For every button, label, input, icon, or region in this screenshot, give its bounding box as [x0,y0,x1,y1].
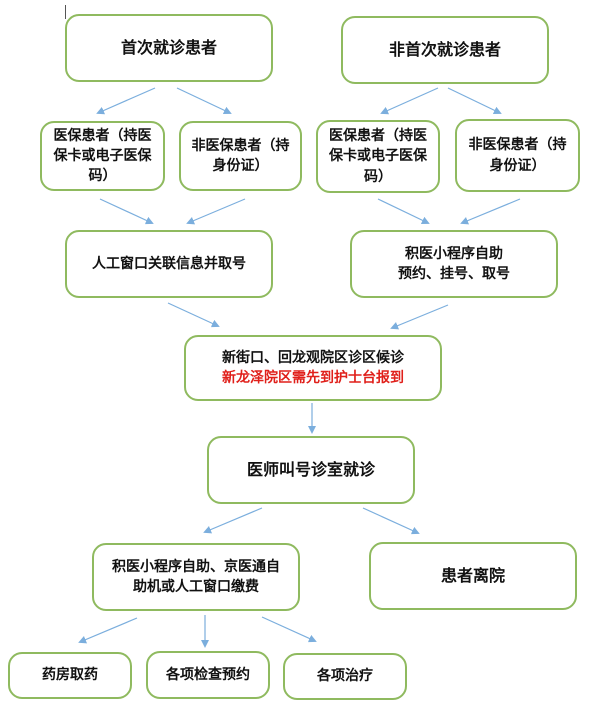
node-treatment: 各项治疗 [283,653,407,700]
node-mini-program-line1: 积医小程序自助 [405,245,503,262]
node-waiting: 新街口、回龙观院区诊区候诊 新龙泽院区需先到护士台报到 [184,335,442,401]
arrow-window-to-waiting [167,302,220,328]
node-return-visit-label: 非首次就诊患者 [388,40,501,60]
node-pharmacy-label: 药房取药 [42,667,98,684]
node-return-visit: 非首次就诊患者 [341,16,549,84]
node-doctor-call-label: 医师叫号诊室就诊 [246,460,375,480]
node-insured-right-label: 医保患者（持医保卡或电子医保码） [329,128,427,185]
node-manual-window-label: 人工窗口关联信息并取号 [92,255,246,272]
node-insured-right: 医保患者（持医保卡或电子医保码） [316,120,440,193]
arrow-doctor-to-leave [362,507,420,535]
node-uninsured-left: 非医保患者（持身份证） [179,121,302,191]
node-exam-booking-label: 各项检查预约 [166,666,250,683]
node-treatment-label: 各项治疗 [317,668,373,685]
arrow-uninsured-to-window [186,198,246,225]
arrow-first-to-insured [96,87,156,115]
arrow-return-to-uninsured [447,87,502,115]
node-leave: 患者离院 [369,542,577,610]
node-waiting-line1: 新街口、回龙观院区诊区候诊 [222,349,404,366]
arrow-doctor-to-payment [203,507,263,534]
node-uninsured-left-label: 非医保患者（持身份证） [191,137,290,174]
arrow-payment-to-pharmacy [78,617,138,644]
node-first-visit-label: 首次就诊患者 [120,38,217,58]
node-insured-left: 医保患者（持医保卡或电子医保码） [40,121,165,191]
node-doctor-call: 医师叫号诊室就诊 [207,436,415,504]
node-insured-left-label: 医保患者（持医保卡或电子医保码） [53,127,152,185]
arrow-insured-to-program [377,198,430,225]
arrow-program-to-waiting [390,304,449,330]
node-payment: 积医小程序自助、京医通自助机或人工窗口缴费 [92,543,300,611]
node-payment-label: 积医小程序自助、京医通自助机或人工窗口缴费 [112,558,280,595]
node-exam-booking: 各项检查预约 [146,651,270,699]
arrow-payment-to-treatment [261,616,317,643]
node-uninsured-right: 非医保患者（持身份证） [455,119,580,192]
node-first-visit: 首次就诊患者 [65,14,273,82]
node-pharmacy: 药房取药 [8,652,132,699]
arrow-first-to-uninsured [176,87,232,115]
node-uninsured-right-label: 非医保患者（持身份证） [468,137,567,174]
arrow-uninsured-to-program [460,198,521,225]
node-manual-window: 人工窗口关联信息并取号 [65,230,273,298]
node-leave-label: 患者离院 [440,566,505,586]
text-cursor [65,5,66,19]
node-waiting-line2: 新龙泽院区需先到护士台报到 [222,370,404,386]
node-mini-program-line2: 预约、挂号、取号 [398,266,510,282]
arrow-insured-to-window [99,198,154,225]
node-mini-program: 积医小程序自助 预约、挂号、取号 [350,230,558,298]
arrow-return-to-insured [380,87,439,115]
